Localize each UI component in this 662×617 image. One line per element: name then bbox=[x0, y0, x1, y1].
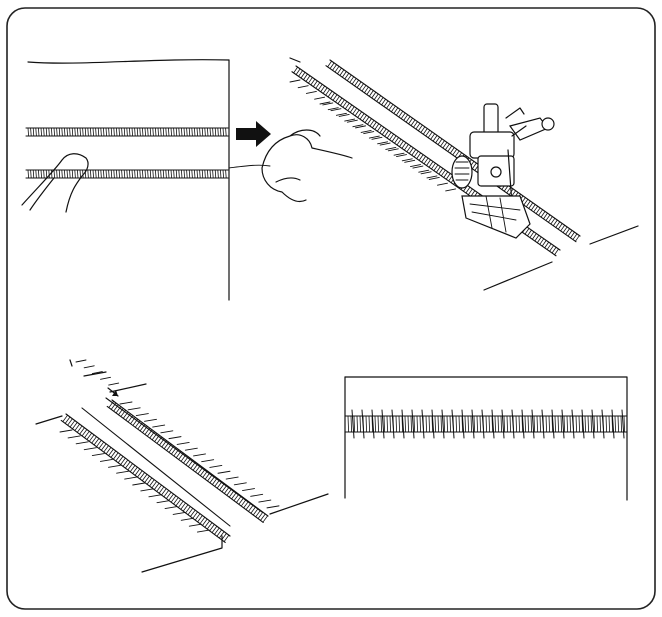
finished-gather-icon bbox=[344, 409, 628, 439]
left-hand-icon bbox=[21, 153, 89, 213]
stitched-strips bbox=[60, 399, 269, 543]
gathered-row-upper bbox=[25, 127, 229, 137]
panel-finished-smocking bbox=[344, 376, 628, 501]
panel-sewing-foot bbox=[289, 57, 639, 291]
right-hand-icon bbox=[261, 129, 353, 203]
gathered-row-lower bbox=[25, 169, 229, 179]
diagram-frame bbox=[6, 7, 656, 610]
panel-pull-threads bbox=[21, 59, 353, 301]
sewing-machine-foot-icon bbox=[451, 103, 555, 239]
right-arrow-icon bbox=[236, 121, 271, 147]
gathered-strips bbox=[291, 59, 581, 257]
panel-stitch-between bbox=[35, 359, 329, 573]
stitch-marks bbox=[59, 359, 280, 533]
stitch-marks bbox=[289, 79, 457, 192]
